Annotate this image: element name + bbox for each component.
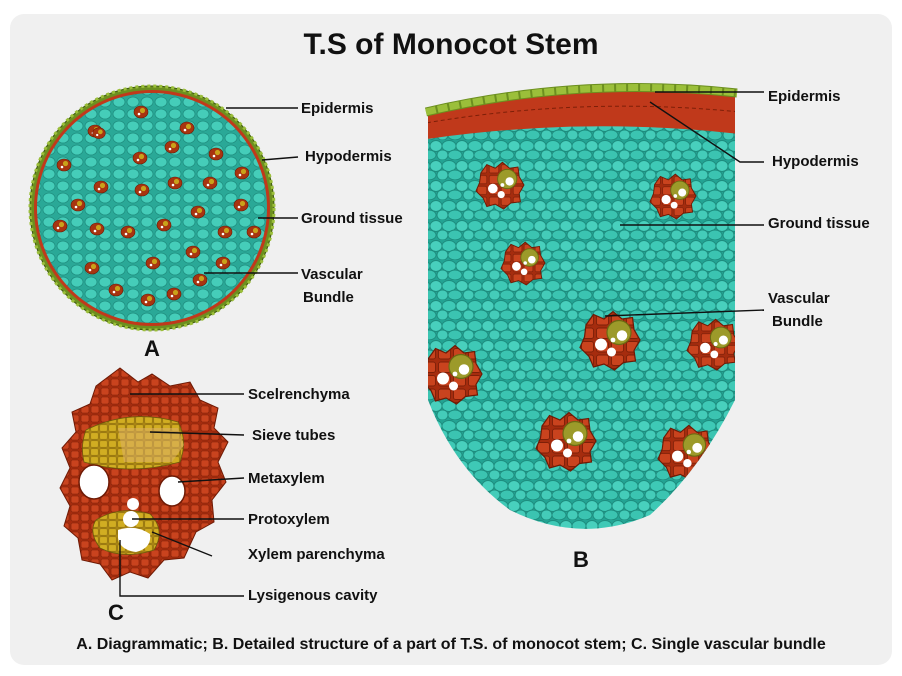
label-a-ground-tissue: Ground tissue [301,210,403,227]
label-c-metaxylem: Metaxylem [248,470,325,487]
label-b-bundle: Bundle [772,313,823,330]
label-b-hypodermis: Hypodermis [772,153,859,170]
label-b-ground-tissue: Ground tissue [768,215,870,232]
figure-caption: A. Diagrammatic; B. Detailed structure o… [76,636,826,653]
diagram-a [28,84,299,332]
diagram-b [424,83,765,529]
label-a-vascular: Vascular [301,266,363,283]
label-b-vascular: Vascular [768,290,830,307]
page-title: T.S of Monocot Stem [303,28,599,61]
diagram-c [59,367,245,597]
letter-c: C [108,600,124,625]
label-a-bundle: Bundle [303,289,354,306]
label-a-hypodermis: Hypodermis [305,148,392,165]
letter-b: B [573,547,589,572]
label-c-sclerenchyma: Scelrenchyma [248,386,350,403]
label-c-protoxylem: Protoxylem [248,511,330,528]
label-c-lysigenous-cavity: Lysigenous cavity [248,587,378,604]
label-c-sieve-tubes: Sieve tubes [252,427,336,444]
label-c-xylem-parenchyma: Xylem parenchyma [248,546,385,563]
label-b-epidermis: Epidermis [768,88,841,105]
label-a-epidermis: Epidermis [301,100,374,117]
letter-a: A [144,336,160,361]
